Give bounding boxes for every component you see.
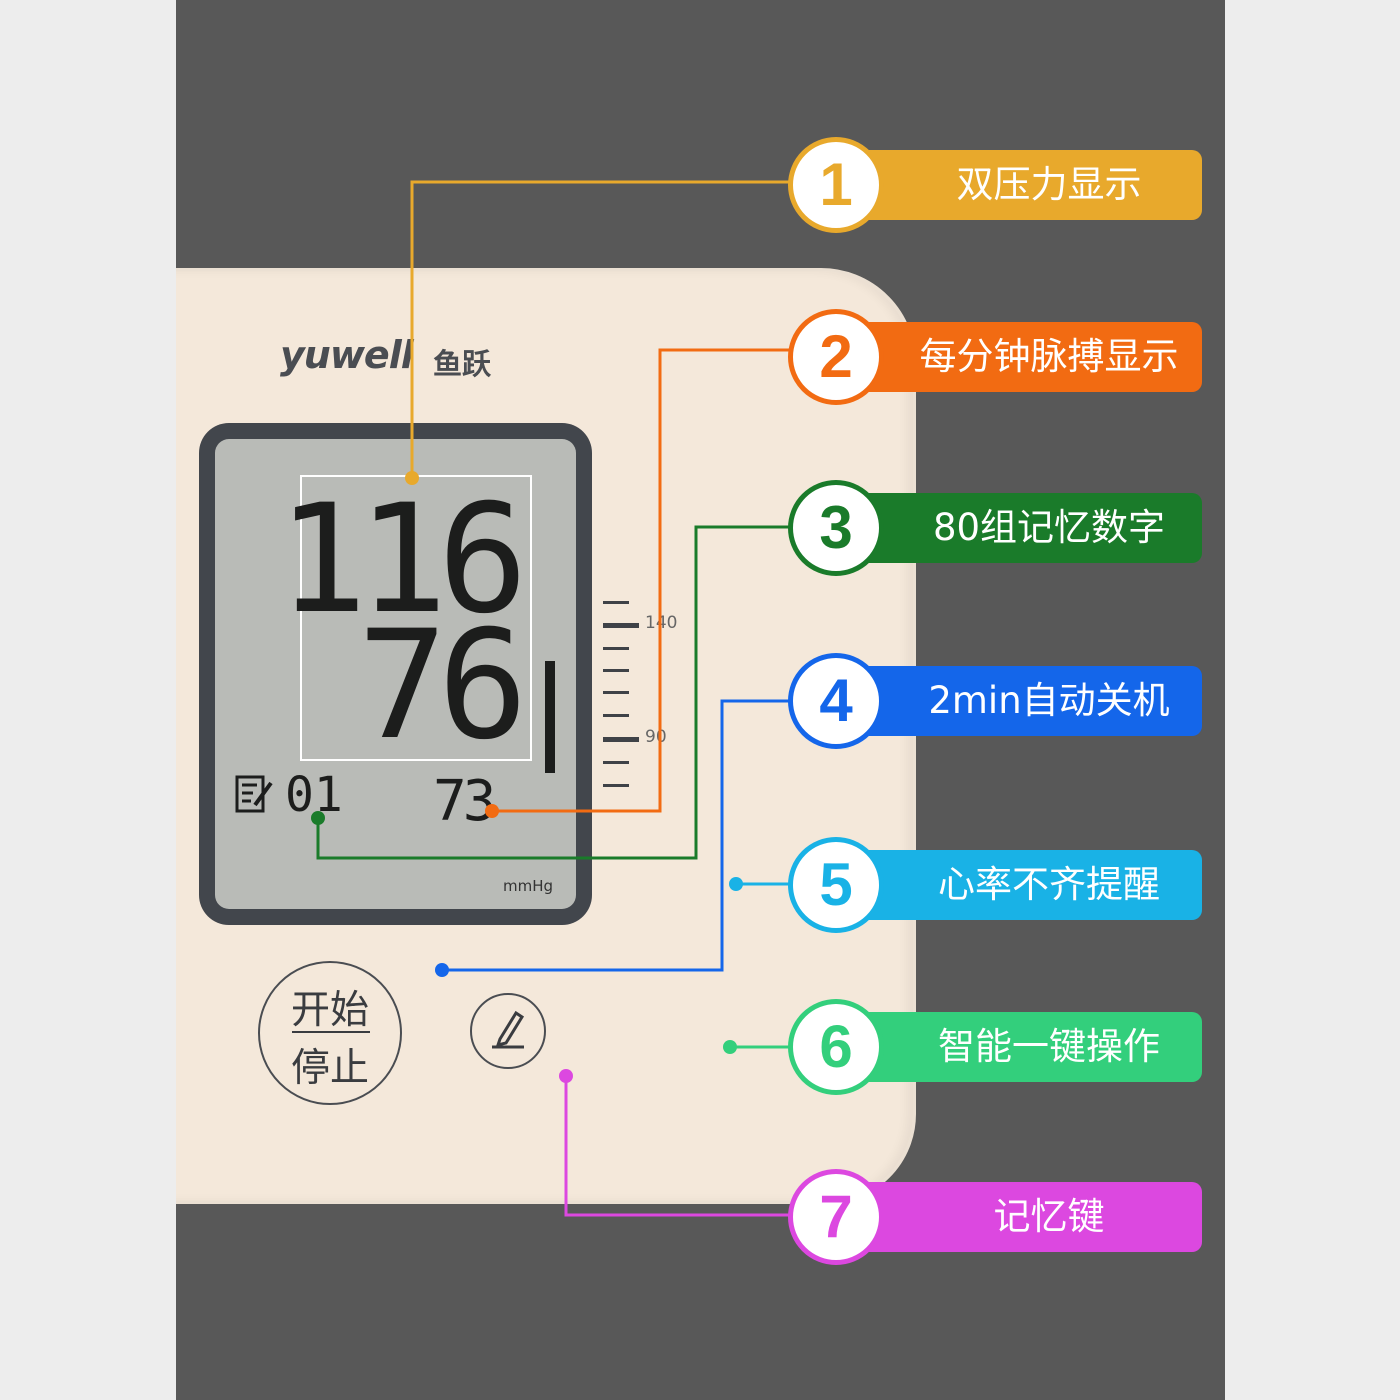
feature-text-2: 每分钟脉搏显示	[919, 335, 1179, 378]
feature-text-1: 双压力显示	[956, 163, 1142, 206]
feature-text-3: 80组记忆数字	[932, 506, 1166, 549]
brand-logo-chinese: 鱼跃	[433, 347, 492, 381]
scale-tick	[603, 647, 629, 650]
button-divider	[292, 1031, 370, 1033]
scale-tick	[603, 784, 629, 787]
start-stop-button[interactable]: 开始 停止	[258, 961, 402, 1105]
feature-badge-7: 7	[788, 1169, 884, 1265]
feature-badge-1: 1	[788, 137, 884, 233]
lcd-screen: 116 76 01 73 mmHg	[215, 439, 576, 909]
scale-tick	[603, 601, 629, 604]
pulse-reading: 73	[433, 769, 496, 834]
pressure-box: 116 76	[277, 475, 532, 773]
scale-tick	[603, 623, 639, 628]
feature-badge-4: 4	[788, 653, 884, 749]
feature-text-6: 智能一键操作	[938, 1025, 1160, 1068]
stop-label: 停止	[290, 1046, 369, 1091]
pressure-indicator-bar	[545, 661, 555, 773]
pencil-icon	[492, 1010, 525, 1049]
feature-text-4: 2min自动关机	[928, 679, 1170, 722]
feature-badge-6: 6	[788, 999, 884, 1095]
scale-label-high: 140	[645, 613, 678, 633]
feature-text-7: 记忆键	[993, 1195, 1105, 1238]
feature-text-5: 心率不齐提醒	[938, 863, 1160, 906]
scale-tick	[603, 714, 629, 717]
diastolic-reading: 76	[357, 599, 528, 773]
brand-logo: yuwell	[280, 333, 414, 377]
memory-button[interactable]	[470, 993, 546, 1069]
feature-badge-2: 2	[788, 309, 884, 405]
scale-tick	[603, 761, 629, 764]
scale-label-low: 90	[645, 727, 667, 747]
scale-tick	[603, 691, 629, 694]
scale-tick	[603, 737, 639, 742]
feature-badge-5: 5	[788, 837, 884, 933]
lcd-frame: 116 76 01 73 mmHg	[199, 423, 592, 925]
start-label: 开始	[290, 988, 369, 1033]
feature-badge-3: 3	[788, 480, 884, 576]
memory-notebook-icon	[235, 775, 273, 813]
scale-tick	[603, 669, 629, 672]
unit-label: mmHg	[503, 877, 554, 895]
memory-slot-number: 01	[285, 767, 343, 823]
